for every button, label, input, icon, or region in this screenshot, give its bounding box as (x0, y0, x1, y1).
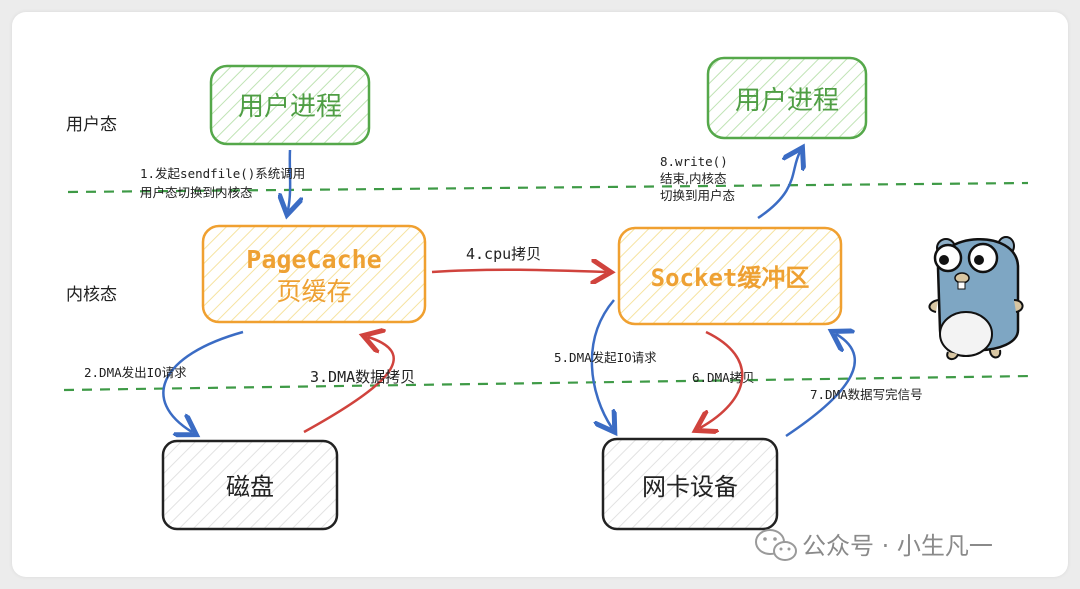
step2-label: 2.DMA发出IO请求 (84, 365, 187, 380)
socket-buffer-label: Socket缓冲区 (651, 264, 810, 292)
disk-box: 磁盘 (161, 439, 339, 531)
nic-label: 网卡设备 (642, 473, 738, 501)
pagecache-box: PageCache 页缓存 (201, 224, 427, 324)
wechat-icon (755, 529, 797, 561)
step7-label: 7.DMA数据写完信号 (810, 387, 923, 402)
step8-label-line2: 结束,内核态 (660, 171, 726, 186)
step4-label: 4.cpu拷贝 (466, 245, 541, 263)
pagecache-label: PageCache (246, 245, 381, 274)
zone-label-user: 用户态 (66, 115, 117, 135)
arrow-step2 (162, 330, 244, 432)
user-process-left-label: 用户进程 (238, 92, 342, 122)
gopher-icon (928, 236, 1024, 360)
arrow-step6 (700, 330, 744, 428)
arrow-step3 (303, 337, 395, 434)
user-process-left-box: 用户进程 (209, 64, 371, 146)
user-process-right-label: 用户进程 (735, 86, 839, 116)
disk-label: 磁盘 (226, 473, 274, 501)
step8-label-line3: 切换到用户态 (660, 188, 735, 203)
arrow-step5 (590, 299, 614, 428)
step5-label: 5.DMA发起IO请求 (554, 350, 657, 365)
nic-box: 网卡设备 (601, 437, 779, 531)
watermark-text: 公众号 · 小生凡一 (802, 532, 993, 560)
arrow-step7 (785, 334, 857, 438)
step6-label: 6.DMA拷贝 (692, 370, 755, 385)
pagecache-sublabel: 页缓存 (276, 277, 351, 306)
step1-label-line1: 1.发起sendfile()系统调用 (140, 166, 305, 181)
zone-label-kernel: 内核态 (66, 285, 117, 305)
arrow-step1 (288, 149, 290, 210)
arrow-step8 (757, 152, 800, 220)
step1-label-line2: 用户态切换到内核态 (140, 185, 253, 200)
arrow-step4 (431, 270, 606, 272)
step8-label-line1: 8.write() (660, 154, 728, 169)
socket-buffer-box: Socket缓冲区 (617, 226, 843, 326)
user-kernel-boundary (67, 181, 1029, 194)
step3-label: 3.DMA数据拷贝 (310, 368, 415, 386)
watermark: 公众号 · 小生凡一 (755, 529, 993, 561)
user-process-right-box: 用户进程 (706, 56, 868, 140)
